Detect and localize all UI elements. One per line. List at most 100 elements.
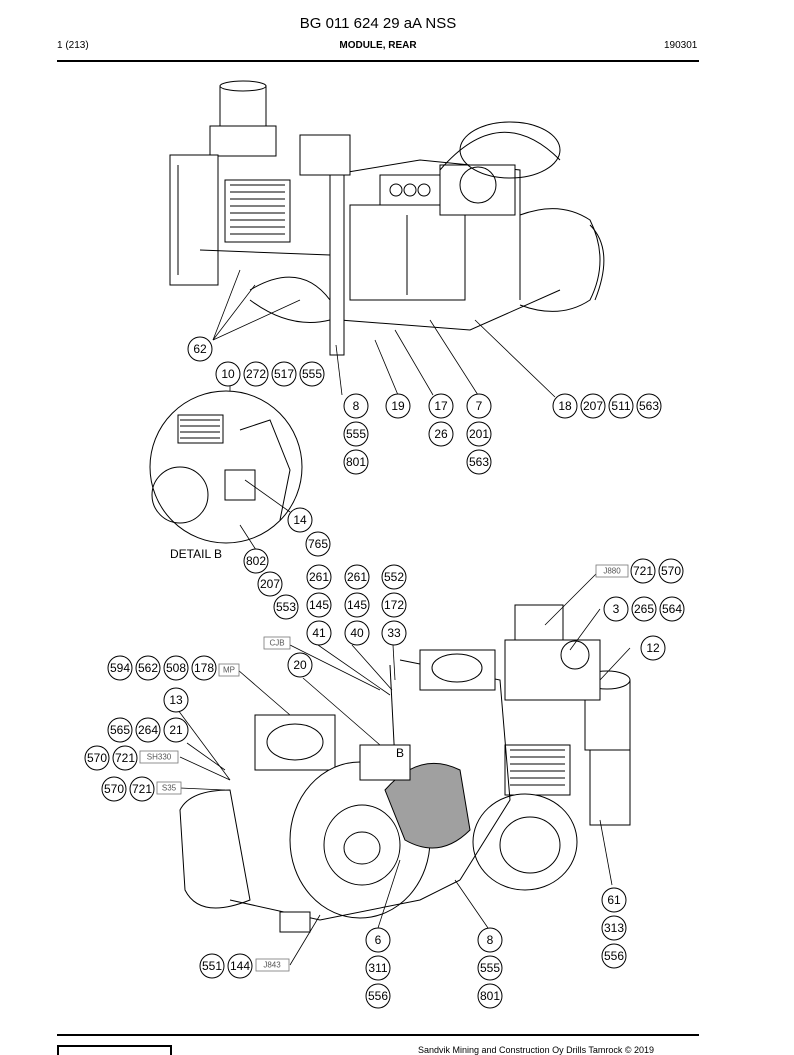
callout-40: 40 [344,620,370,646]
callout-3: 3 [603,596,629,622]
callout-556: 556 [601,943,627,969]
svg-text:20: 20 [293,658,307,672]
callout-555: 555 [477,955,503,981]
svg-text:144: 144 [230,959,250,973]
tag-sh330: SH330 [139,750,179,764]
callout-41: 41 [306,620,332,646]
header-rule [57,60,699,62]
svg-text:311: 311 [368,961,387,975]
callout-802: 802 [243,548,269,574]
callout-8: 8 [343,393,369,419]
footer-rule [57,1034,699,1036]
callout-61: 61 [601,887,627,913]
svg-text:517: 517 [274,367,294,381]
svg-text:563: 563 [639,399,659,413]
callout-8: 8 [477,927,503,953]
svg-text:594: 594 [110,661,130,675]
svg-text:S35: S35 [162,784,177,793]
callout-563: 563 [466,449,492,475]
svg-text:21: 21 [169,723,183,737]
callout-12: 12 [640,635,666,661]
callout-62: 62 [187,336,213,362]
svg-text:J880: J880 [603,567,621,576]
callout-721: 721 [129,776,155,802]
tag-mp: MP [218,663,240,677]
callout-552: 552 [381,564,407,590]
svg-text:145: 145 [309,598,329,612]
svg-text:178: 178 [194,661,214,675]
svg-text:12: 12 [646,641,660,655]
callout-19: 19 [385,393,411,419]
callout-311: 311 [365,955,391,981]
callout-26: 26 [428,421,454,447]
rear-module-top-view [169,80,605,356]
detail-b-view [149,390,303,554]
callout-517: 517 [271,361,297,387]
svg-text:551: 551 [202,959,222,973]
svg-text:565: 565 [110,723,130,737]
svg-text:CJB: CJB [269,639,284,648]
callout-801: 801 [477,983,503,1009]
svg-text:41: 41 [312,626,326,640]
callout-145: 145 [344,592,370,618]
svg-text:570: 570 [87,751,107,765]
callout-563: 563 [636,393,662,419]
svg-text:265: 265 [634,602,654,616]
svg-text:MP: MP [223,666,235,675]
marker-b: B [396,746,404,760]
svg-text:264: 264 [138,723,158,737]
svg-text:61: 61 [607,893,621,907]
callout-172: 172 [381,592,407,618]
callout-265: 265 [631,596,657,622]
svg-text:8: 8 [353,399,360,413]
callout-721: 721 [630,558,656,584]
svg-text:570: 570 [104,782,124,796]
svg-text:6: 6 [375,933,382,947]
page-number: 1 (213) [57,40,89,51]
svg-text:563: 563 [469,455,489,469]
detail-b-label: DETAIL B [170,547,222,561]
callout-178: 178 [191,655,217,681]
svg-text:801: 801 [480,989,500,1003]
svg-text:SH330: SH330 [147,753,172,762]
svg-text:19: 19 [391,399,405,413]
svg-text:261: 261 [347,570,367,584]
footer-copyright: Sandvik Mining and Construction Oy Drill… [418,1045,655,1055]
callout-562: 562 [135,655,161,681]
svg-text:272: 272 [246,367,266,381]
svg-text:562: 562 [138,661,158,675]
svg-text:801: 801 [346,455,366,469]
callout-313: 313 [601,915,627,941]
svg-text:313: 313 [604,921,624,935]
callout-570: 570 [84,745,110,771]
callout-508: 508 [163,655,189,681]
callout-511: 511 [608,393,634,419]
callout-21: 21 [163,717,189,743]
callout-555: 555 [343,421,369,447]
callout-14: 14 [287,507,313,533]
svg-text:62: 62 [193,342,207,356]
svg-text:564: 564 [662,602,682,616]
callout-555: 555 [299,361,325,387]
svg-text:802: 802 [246,554,266,568]
rear-module-bottom-view [179,604,631,933]
tag-j843: J843 [255,958,290,972]
callout-721: 721 [112,745,138,771]
svg-text:570: 570 [661,564,681,578]
svg-text:261: 261 [309,570,329,584]
svg-text:17: 17 [434,399,448,413]
svg-text:207: 207 [260,577,280,591]
callout-261: 261 [344,564,370,590]
callout-18: 18 [552,393,578,419]
callout-33: 33 [381,620,407,646]
svg-text:40: 40 [350,626,364,640]
callout-594: 594 [107,655,133,681]
svg-text:556: 556 [604,949,624,963]
callout-564: 564 [659,596,685,622]
callout-145: 145 [306,592,332,618]
callout-264: 264 [135,717,161,743]
svg-text:207: 207 [583,399,603,413]
svg-text:508: 508 [166,661,186,675]
svg-text:721: 721 [633,564,653,578]
